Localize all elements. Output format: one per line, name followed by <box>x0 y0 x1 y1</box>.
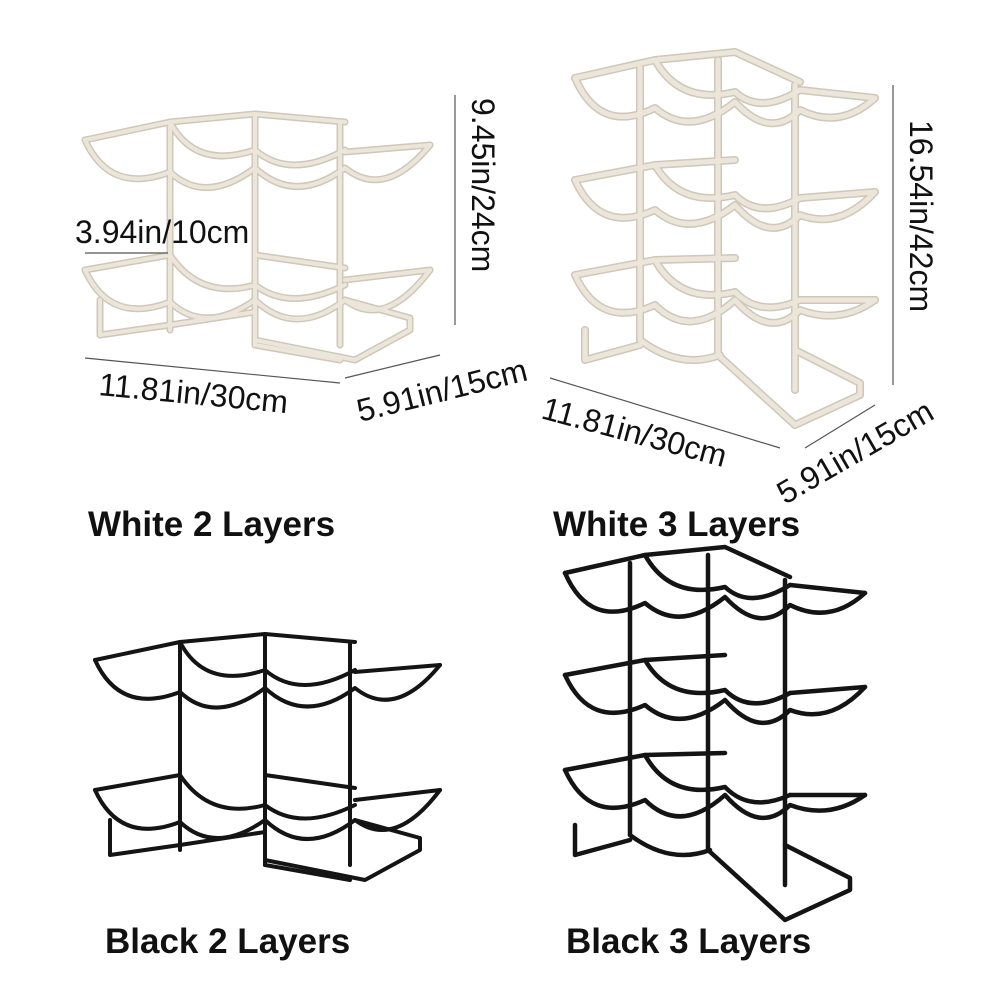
white-2-spacing-dimension: 3.94in/10cm <box>75 214 249 250</box>
white-3-width-dimension: 11.81in/30cm <box>538 390 731 474</box>
caption-black-2-layers: Black 2 Layers <box>105 922 351 961</box>
white-3-height-dimension: 16.54in/42cm <box>903 120 939 312</box>
caption-white-2-layers: White 2 Layers <box>88 505 336 544</box>
white-2-height-dimension: 9.45in/24cm <box>465 98 501 272</box>
white-3-layer-rack-inner <box>575 52 875 425</box>
white-2-width-dimension: 11.81in/30cm <box>97 366 289 420</box>
white-3-depth-dimension: 5.91in/15cm <box>771 393 940 511</box>
white-2-depth-dimension: 5.91in/15cm <box>353 352 531 429</box>
white-3-dimension-lines <box>549 85 894 449</box>
white-2-dimension-lines <box>84 95 456 384</box>
black-3-layer-rack <box>565 547 865 920</box>
black-2-layer-rack <box>93 632 442 882</box>
caption-black-3-layers: Black 3 Layers <box>566 922 812 961</box>
caption-white-3-layers: White 3 Layers <box>553 505 801 544</box>
